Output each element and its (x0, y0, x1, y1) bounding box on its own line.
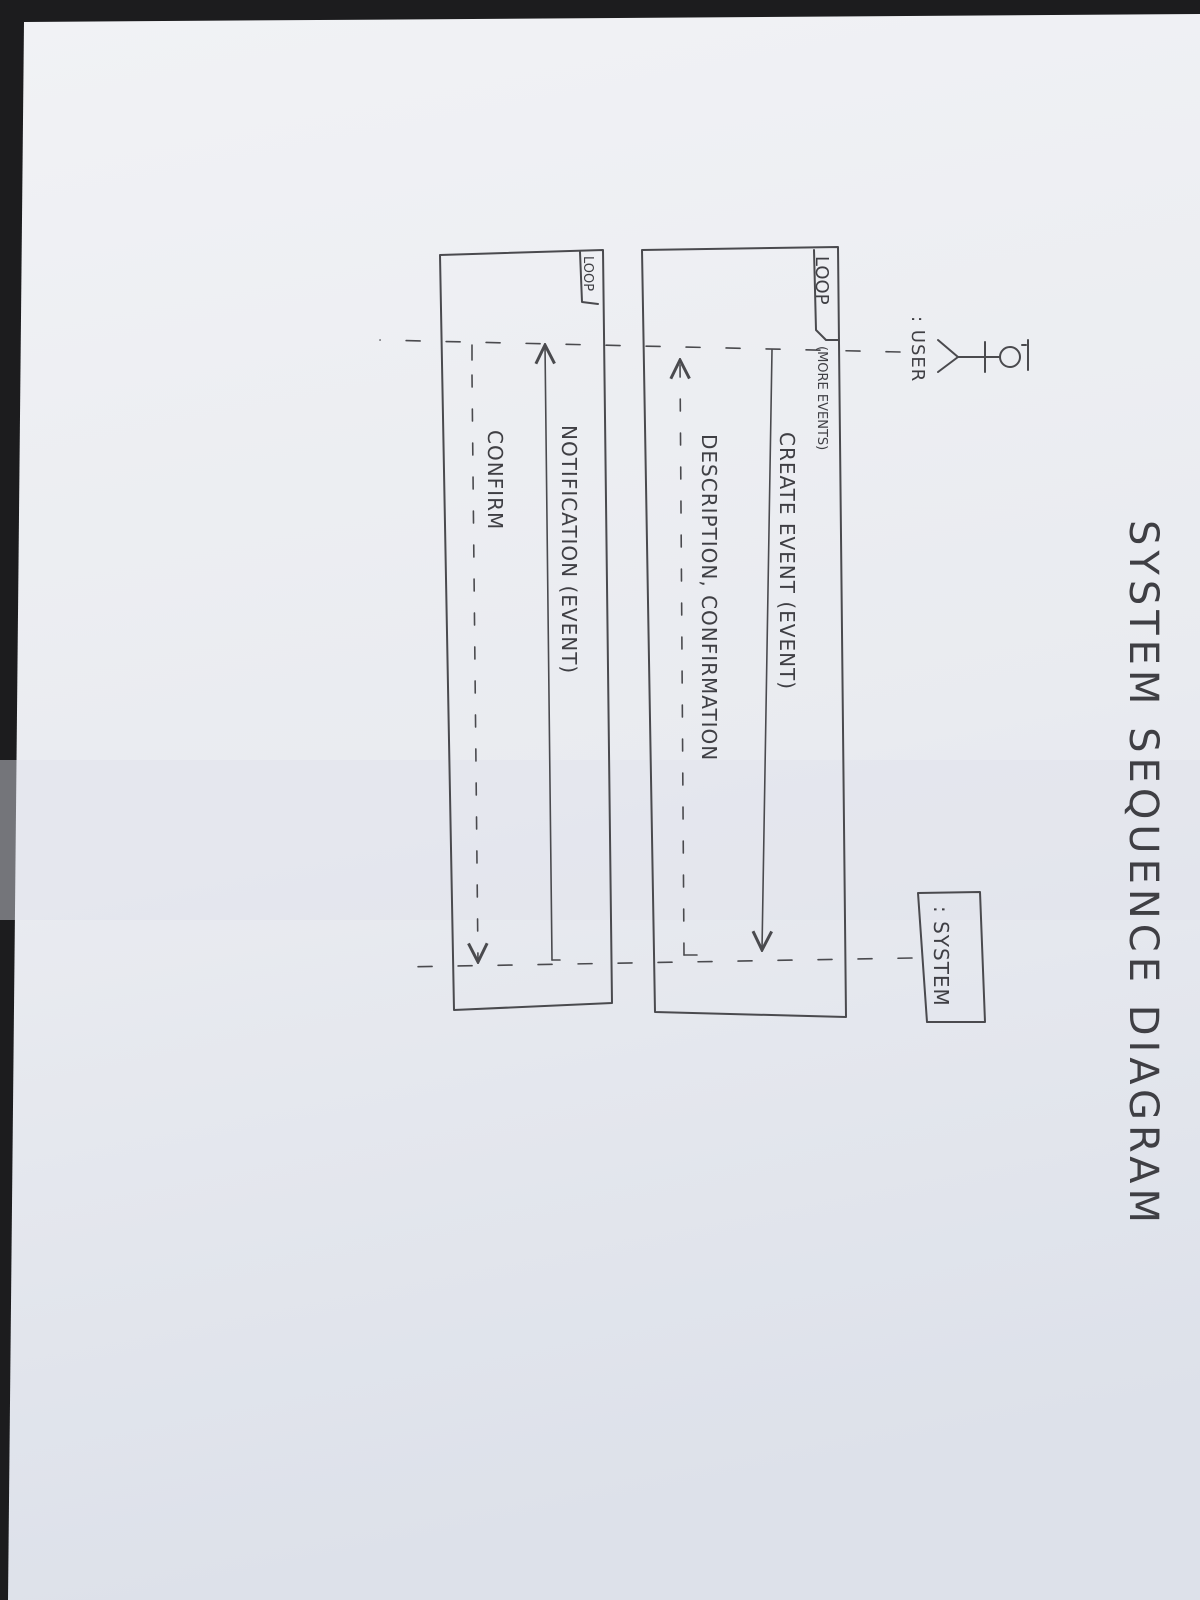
loop-fragment-1 (641, 246, 847, 1018)
participant-system-box (917, 891, 986, 1023)
message-create-event-arrow (762, 349, 772, 950)
message-notification-arrow (545, 345, 552, 961)
loop-fragment-1-tag-box (813, 249, 839, 341)
message-description-confirmation-label: DESCRIPTION, CONFIRMATION (697, 434, 721, 761)
participant-system-label: : SYSTEM (929, 906, 953, 1007)
loop-fragment-2-tag: LOOP (580, 256, 595, 291)
loop-fragment-1-guard: (MORE EVENTS) (814, 346, 829, 450)
loop-fragment-2 (439, 249, 613, 1011)
message-confirm-label: CONFIRM (483, 430, 507, 530)
stick-figure-icon (937, 339, 1029, 373)
paper-sheet (8, 14, 1200, 1600)
loop-fragment-2-tag-box (579, 251, 599, 305)
participant-user-label: : USER (907, 316, 928, 382)
system-lifeline (399, 957, 913, 968)
message-create-event-label: CREATE EVENT (EVENT) (775, 432, 799, 690)
paper-shadow (0, 760, 1200, 920)
diagram-title: SYSTEM SEQUENCE DIAGRAM (1120, 520, 1166, 1228)
loop-fragment-1-tag: LOOP (811, 256, 832, 305)
user-lifeline (379, 339, 901, 353)
message-notification-label: NOTIFICATION (EVENT) (557, 425, 581, 674)
